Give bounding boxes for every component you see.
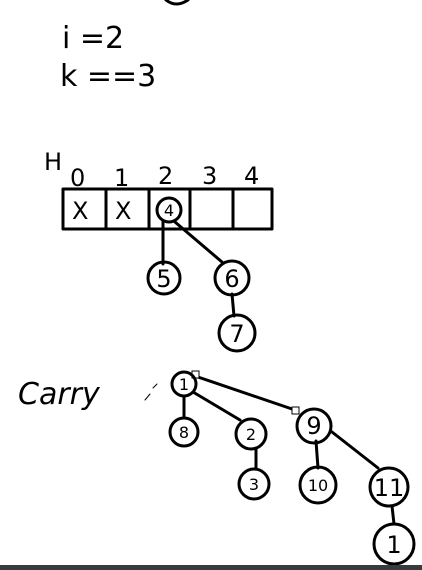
- array-outline: [61, 187, 274, 231]
- node-7: [217, 313, 257, 353]
- array-cell-0-cross: X: [72, 197, 88, 225]
- node-4: [155, 196, 183, 224]
- node-4-label: 4: [164, 201, 174, 220]
- carry-node-1b: [372, 522, 416, 566]
- node-7-label: 7: [229, 320, 244, 348]
- node-6: [213, 259, 251, 297]
- smudge-mark: [144, 393, 151, 401]
- equation-k: k ==3: [60, 59, 156, 94]
- carry-label: Carry: [18, 377, 101, 412]
- node-5-label: 5: [156, 265, 171, 293]
- edge-9-11: [330, 430, 380, 470]
- carry-node-9-label: 9: [306, 412, 321, 440]
- array-cells: [61, 187, 274, 231]
- node-5: [146, 260, 182, 296]
- carry-node-2-label: 2: [246, 425, 256, 444]
- selection-handle-2[interactable]: [291, 406, 300, 415]
- node-6-label: 6: [224, 265, 239, 293]
- edge-11-1: [390, 504, 396, 526]
- array-name: H: [44, 148, 62, 176]
- carry-node-10: [298, 465, 338, 505]
- carry-node-11: [368, 466, 410, 508]
- edge-6-7: [230, 292, 236, 318]
- array-index-2: 2: [158, 162, 173, 190]
- array-index-0: 0: [70, 164, 85, 192]
- edge-9-10: [314, 439, 320, 470]
- carry-node-10-label: 10: [308, 476, 328, 495]
- carry-node-1-label: 1: [179, 375, 189, 394]
- smudge-mark-2: [152, 383, 158, 389]
- carry-node-11-label: 11: [374, 474, 405, 502]
- carry-node-9: [295, 407, 333, 445]
- carry-node-1b-label: 1: [386, 531, 401, 559]
- cropped-circle-top: [164, 0, 190, 6]
- heap-tree: 4 5 6 7: [146, 196, 257, 353]
- carry-node-3: [237, 467, 271, 501]
- carry-node-1: [170, 370, 198, 398]
- carry-node-8-label: 8: [179, 423, 189, 442]
- edge-1-9: [193, 374, 297, 412]
- array-index-1: 1: [114, 164, 129, 192]
- carry-tree: 1 8 2 9 3 10 11 1: [168, 370, 416, 566]
- equation-i: i =2: [62, 21, 124, 56]
- array-cell-1-cross: X: [115, 197, 131, 225]
- array-index-4: 4: [244, 162, 259, 190]
- array-index-3: 3: [202, 162, 217, 190]
- carry-node-8: [168, 416, 200, 448]
- carry-node-3-label: 3: [249, 475, 259, 494]
- edge-4-6: [173, 220, 224, 264]
- bottom-scrollbar[interactable]: [0, 565, 422, 570]
- carry-node-2: [234, 417, 268, 451]
- edge-1-2: [191, 390, 242, 422]
